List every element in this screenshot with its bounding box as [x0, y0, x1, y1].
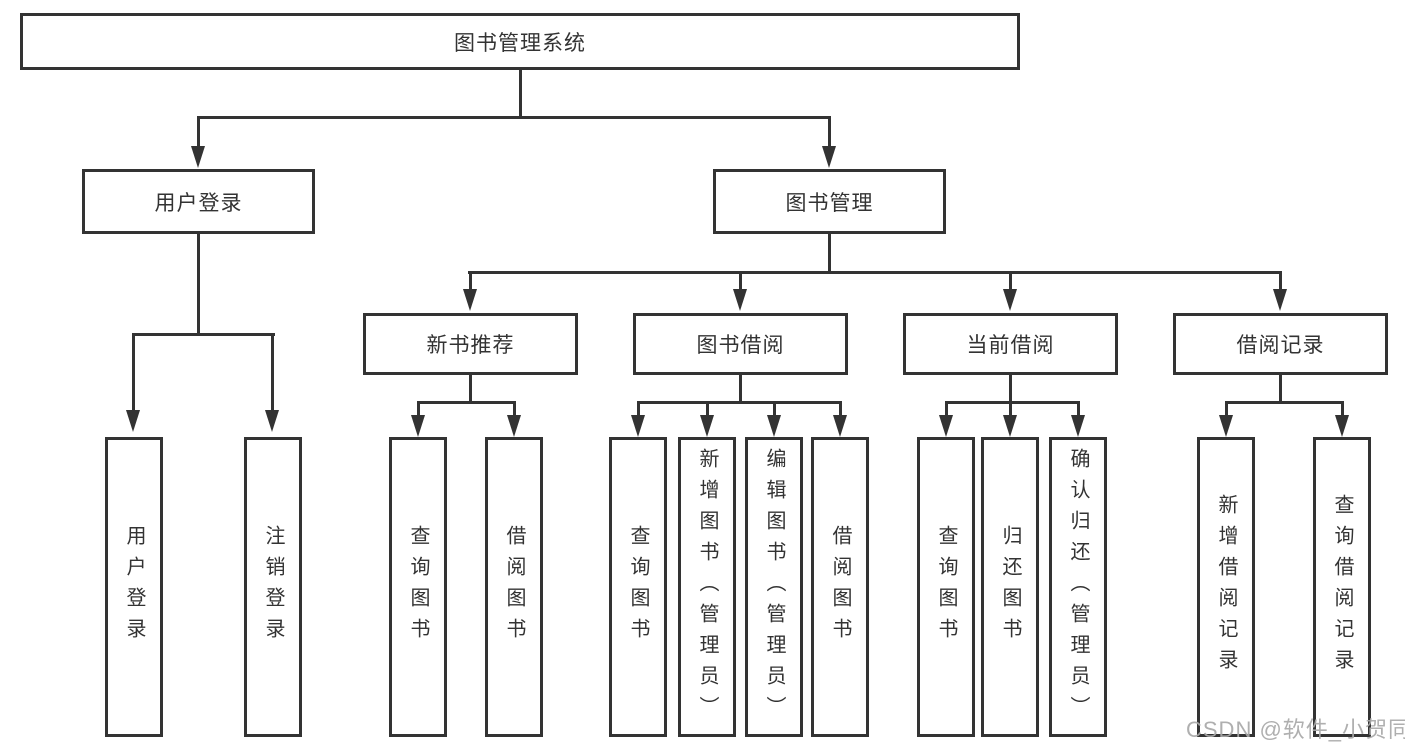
arrow-down-icon [507, 415, 521, 437]
connector-bookborrow-drop-2 [706, 401, 709, 417]
connector-bookborrow-stem [739, 375, 742, 403]
arrow-down-icon [631, 415, 645, 437]
node-borrowing-records: 借阅记录 [1173, 313, 1388, 375]
connector-newbook-drop-2 [513, 401, 516, 417]
connector-bookmgmt-drop-1 [469, 271, 472, 291]
leaf-add-borrow-record: 新增借阅记录 [1197, 437, 1255, 737]
arrow-down-icon [767, 415, 781, 437]
arrow-down-icon [1003, 415, 1017, 437]
connector-userlogin-rail [132, 333, 275, 336]
leaf-user-login: 用户登录 [105, 437, 163, 737]
connector-bookmgmt-rail [468, 271, 1282, 274]
connector-bookborrow-drop-1 [637, 401, 640, 417]
connector-bookborrow-rail [637, 401, 842, 404]
connector-bookborrow-drop-3 [773, 401, 776, 417]
connector-newbook-rail [417, 401, 516, 404]
arrow-down-icon [1071, 415, 1085, 437]
arrow-down-icon [463, 289, 477, 311]
connector-root-drop-left [197, 116, 200, 148]
connector-borrowrec-rail [1225, 401, 1344, 404]
arrow-down-icon [1335, 415, 1349, 437]
connector-bookborrow-drop-4 [839, 401, 842, 417]
connector-userlogin-drop-2 [271, 333, 274, 412]
connector-root-drop-right [828, 116, 831, 148]
arrow-down-icon [1003, 289, 1017, 311]
connector-root-stem [519, 70, 522, 119]
leaf-query-books-current: 查询图书 [917, 437, 975, 737]
connector-curborrow-drop-3 [1077, 401, 1080, 417]
leaf-confirm-return-admin: 确认归还（管理员） [1049, 437, 1107, 737]
leaf-query-borrow-record: 查询借阅记录 [1313, 437, 1371, 737]
leaf-return-books: 归还图书 [981, 437, 1039, 737]
arrow-down-icon [700, 415, 714, 437]
connector-bookmgmt-drop-4 [1279, 271, 1282, 291]
leaf-borrow-books: 借阅图书 [811, 437, 869, 737]
arrow-down-icon [126, 410, 140, 432]
connector-curborrow-drop-2 [1009, 401, 1012, 417]
leaf-query-books-recommend: 查询图书 [389, 437, 447, 737]
node-new-book-recommend: 新书推荐 [363, 313, 578, 375]
leaf-logout: 注销登录 [244, 437, 302, 737]
node-library-management-system: 图书管理系统 [20, 13, 1020, 70]
connector-borrowrec-drop-2 [1341, 401, 1344, 417]
connector-userlogin-drop-1 [132, 333, 135, 412]
arrow-down-icon [733, 289, 747, 311]
connector-borrowrec-drop-1 [1225, 401, 1228, 417]
arrow-down-icon [939, 415, 953, 437]
leaf-borrow-books-recommend: 借阅图书 [485, 437, 543, 737]
csdn-watermark: CSDN @软件_小贺同学 [1186, 717, 1405, 742]
connector-newbook-stem [469, 375, 472, 403]
arrow-down-icon [1273, 289, 1287, 311]
node-book-borrowing: 图书借阅 [633, 313, 848, 375]
arrow-down-icon [191, 146, 205, 168]
connector-bookmgmt-drop-3 [1009, 271, 1012, 291]
connector-bookmgmt-stem [828, 233, 831, 274]
connector-curborrow-drop-1 [945, 401, 948, 417]
arrow-down-icon [411, 415, 425, 437]
leaf-edit-books-admin: 编辑图书（管理员） [745, 437, 803, 737]
arrow-down-icon [822, 146, 836, 168]
leaf-query-books-borrowing: 查询图书 [609, 437, 667, 737]
node-book-management: 图书管理 [713, 169, 946, 234]
node-user-login: 用户登录 [82, 169, 315, 234]
connector-userlogin-stem [197, 233, 200, 335]
connector-bookmgmt-drop-2 [739, 271, 742, 291]
arrow-down-icon [833, 415, 847, 437]
connector-newbook-drop-1 [417, 401, 420, 417]
connector-root-rail [197, 116, 831, 119]
connector-curborrow-stem [1009, 375, 1012, 403]
arrow-down-icon [265, 410, 279, 432]
connector-borrowrec-stem [1279, 375, 1282, 403]
connector-curborrow-rail [945, 401, 1080, 404]
node-current-borrowing: 当前借阅 [903, 313, 1118, 375]
arrow-down-icon [1219, 415, 1233, 437]
leaf-add-books-admin: 新增图书（管理员） [678, 437, 736, 737]
